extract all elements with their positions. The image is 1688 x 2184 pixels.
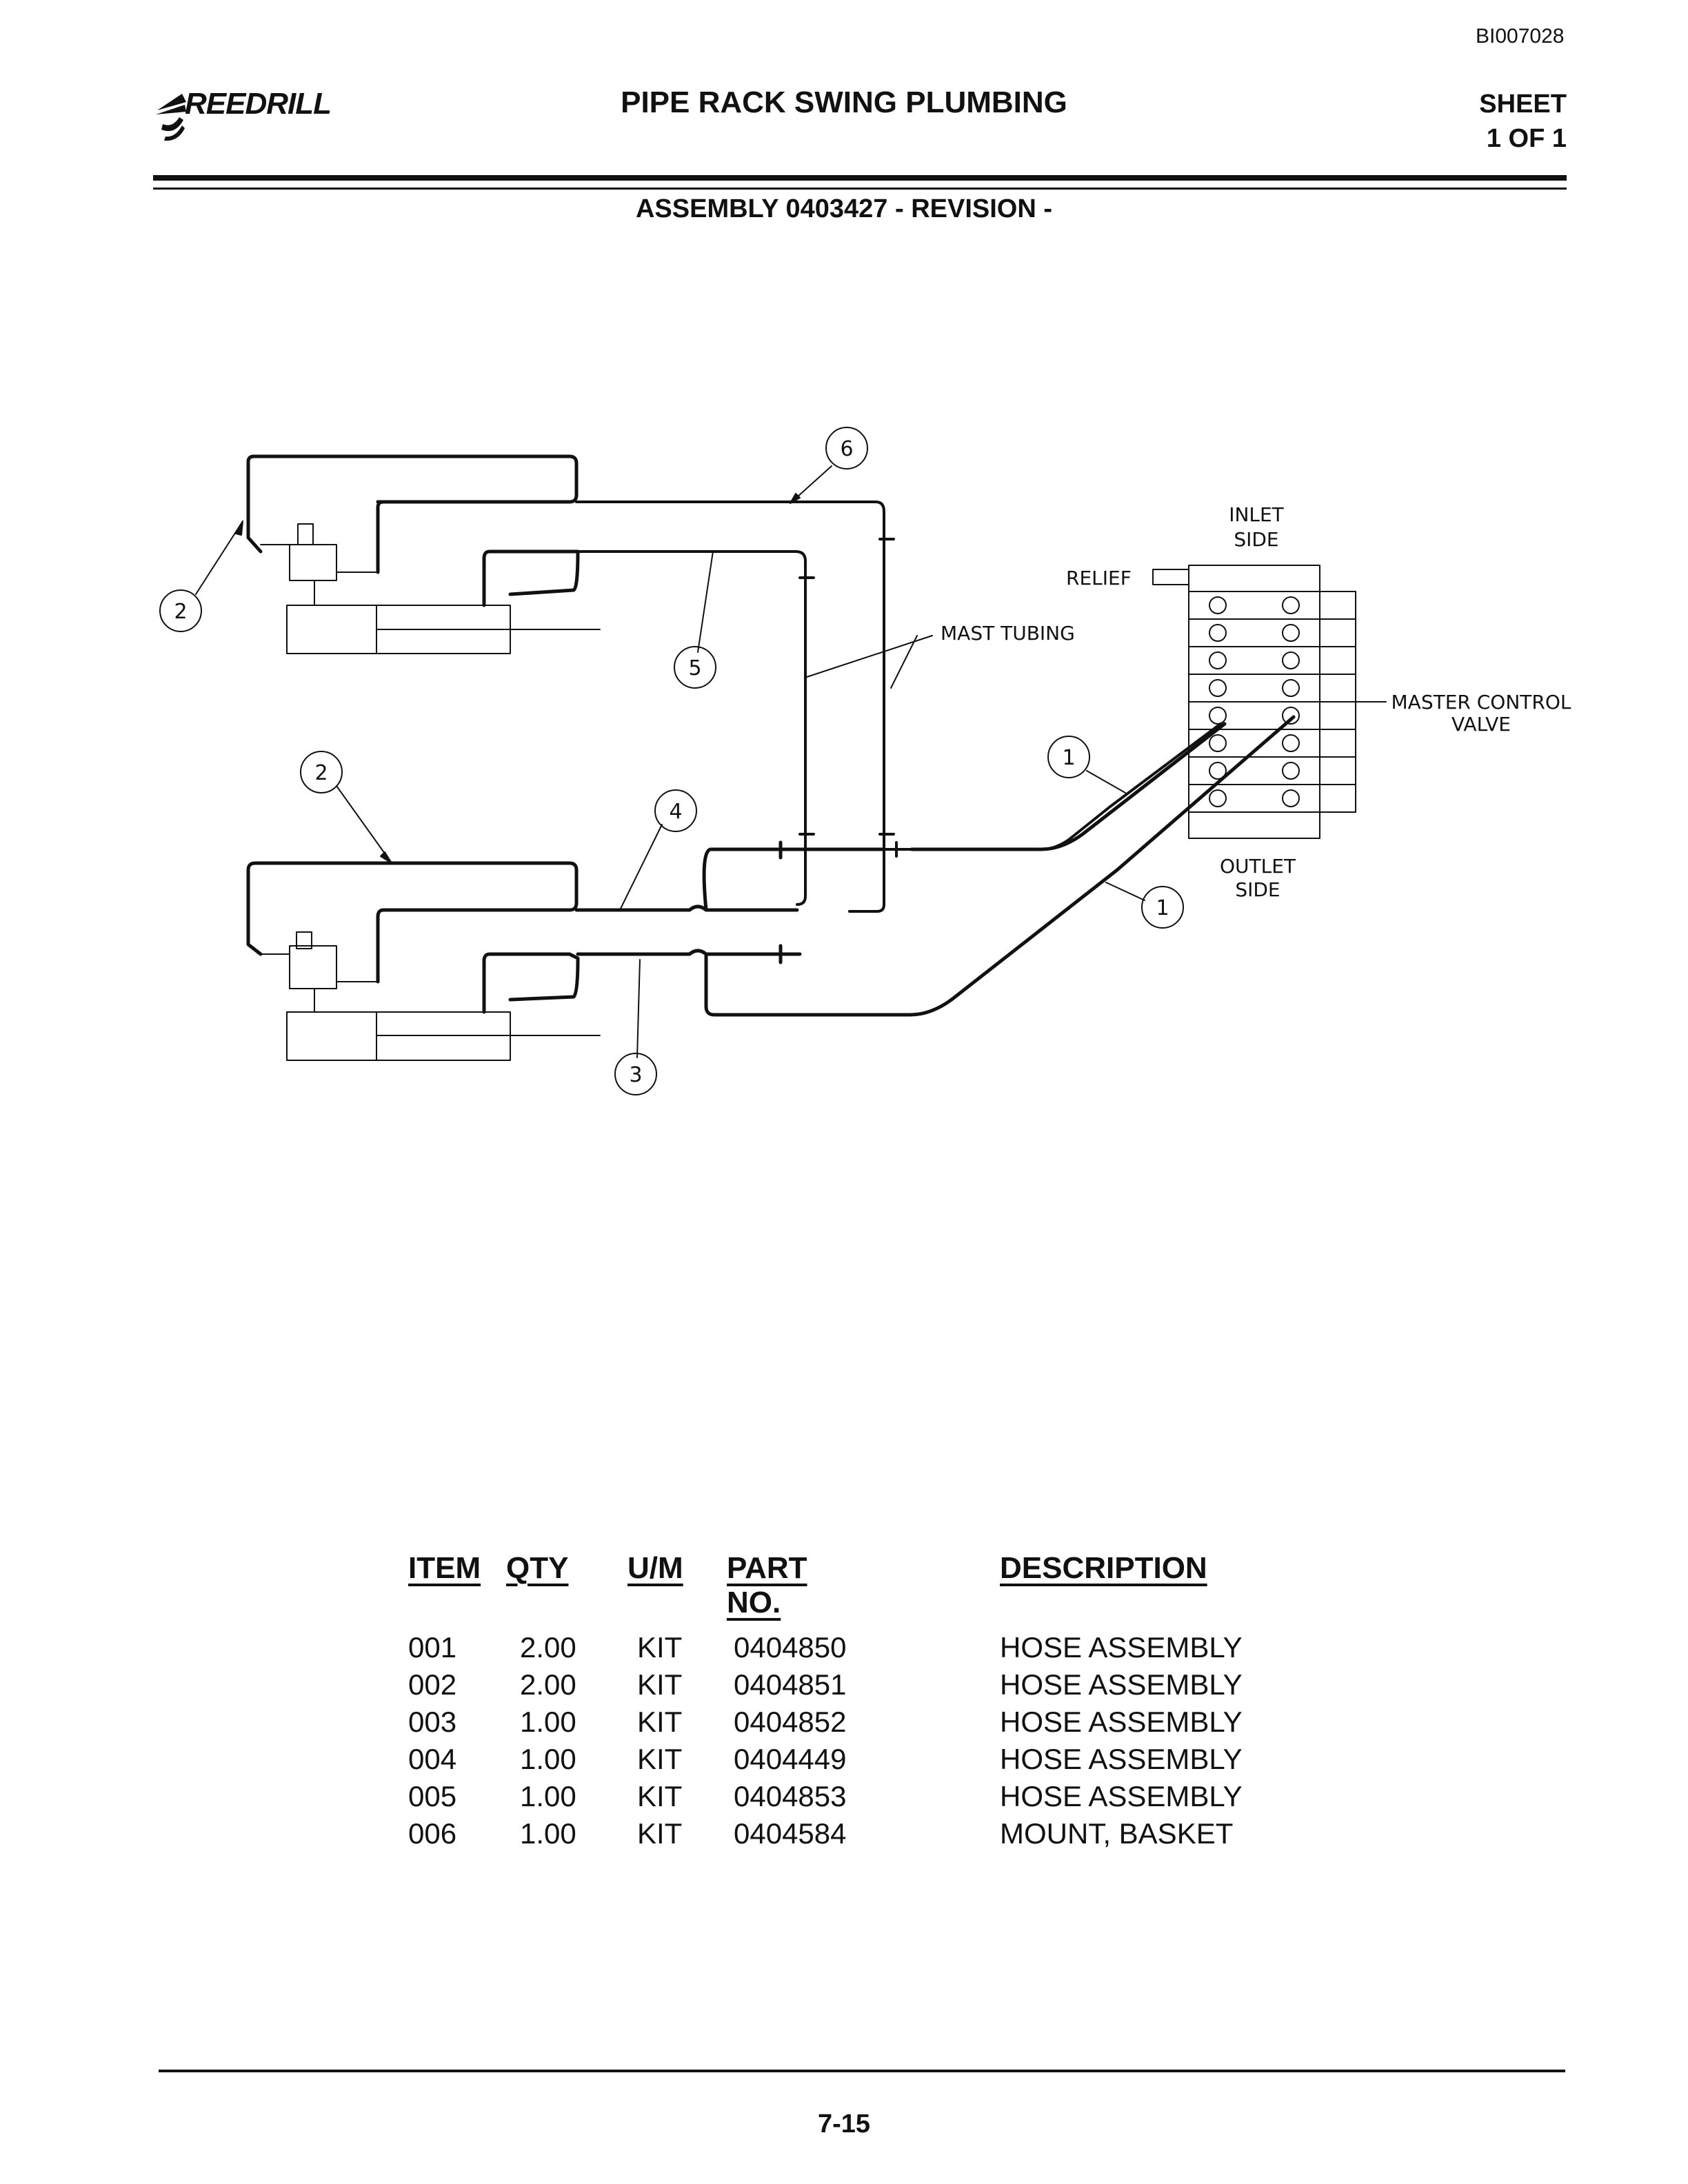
um-cell: KIT xyxy=(637,1631,683,1664)
part-no-cell: 0404584 xyxy=(734,1817,847,1850)
item-cell: 005 xyxy=(408,1780,457,1812)
upper-hoses xyxy=(246,454,580,607)
part-no-cell: 0404850 xyxy=(734,1631,847,1664)
sheet-indicator: SHEET 1 OF 1 xyxy=(1479,87,1567,156)
callout-4: 4 xyxy=(669,800,682,824)
description-cell: HOSE ASSEMBLY xyxy=(1000,1743,1243,1775)
lower-cylinder xyxy=(260,931,601,1061)
callout-3: 3 xyxy=(629,1063,642,1087)
item-cell: 004 xyxy=(408,1743,457,1775)
sheet-value: 1 OF 1 xyxy=(1486,124,1567,153)
page-title: PIPE RACK SWING PLUMBING xyxy=(621,85,1067,119)
callout-6: 6 xyxy=(840,437,853,461)
qty-cell: 1.00 xyxy=(520,1780,576,1812)
page-number: 7-15 xyxy=(817,2110,871,2138)
reedrill-logo: REEDRILL xyxy=(154,87,361,149)
footer-rule xyxy=(159,2070,1565,2072)
column-header-um: U/M xyxy=(627,1551,683,1585)
assembly-title: ASSEMBLY 0403427 - REVISION - xyxy=(635,194,1053,223)
qty-cell: 1.00 xyxy=(520,1743,576,1775)
description-cell: HOSE ASSEMBLY xyxy=(1000,1668,1243,1701)
item-cell: 002 xyxy=(408,1668,457,1701)
um-cell: KIT xyxy=(637,1706,683,1738)
item-cell: 003 xyxy=(408,1706,457,1738)
inlet-label-2: SIDE xyxy=(1234,528,1278,551)
qty-cell: 1.00 xyxy=(520,1817,576,1850)
callout-1-lower: 1 xyxy=(1156,896,1169,920)
outlet-label-2: SIDE xyxy=(1235,878,1280,901)
column-header-item: ITEM xyxy=(408,1551,481,1585)
document-id: BI007028 xyxy=(1476,25,1565,48)
header-rule-thin xyxy=(153,188,1567,190)
sheet-label: SHEET xyxy=(1479,90,1567,119)
hose-1-upper xyxy=(910,722,1227,851)
description-cell: MOUNT, BASKET xyxy=(1000,1817,1234,1850)
description-cell: HOSE ASSEMBLY xyxy=(1000,1631,1243,1664)
lower-hoses xyxy=(246,715,1296,1017)
description-cell: HOSE ASSEMBLY xyxy=(1000,1780,1243,1812)
column-header-qty: QTY xyxy=(506,1551,569,1585)
description-cell: HOSE ASSEMBLY xyxy=(1000,1706,1243,1738)
brand-wordmark: REEDRILL xyxy=(185,87,332,121)
upper-cylinder xyxy=(260,523,601,654)
item-cell: 001 xyxy=(408,1631,457,1664)
part-no-cell: 0404853 xyxy=(734,1780,847,1812)
callout-2-upper: 2 xyxy=(174,600,187,624)
um-cell: KIT xyxy=(637,1743,683,1775)
relief-label: RELIEF xyxy=(1066,567,1132,589)
master-control-label-2: VALVE xyxy=(1451,713,1511,736)
plumbing-diagram: 6 2 5 1 2 4 1 3 INLET SIDE RELIEF MAST T… xyxy=(159,427,1571,1095)
um-cell: KIT xyxy=(637,1817,683,1850)
callout-circles xyxy=(159,427,1184,1095)
part-no-cell: 0404449 xyxy=(734,1743,847,1775)
column-header-description: DESCRIPTION xyxy=(1000,1551,1207,1585)
leader-lines xyxy=(195,465,1145,1058)
callout-1-upper: 1 xyxy=(1062,746,1075,770)
um-cell: KIT xyxy=(637,1780,683,1812)
qty-cell: 2.00 xyxy=(520,1668,576,1701)
qty-cell: 1.00 xyxy=(520,1706,576,1738)
item-cell: 006 xyxy=(408,1817,457,1850)
master-control-valve xyxy=(1152,565,1387,839)
mast-tubing xyxy=(575,501,1222,913)
reedrill-logo-icon xyxy=(156,94,186,141)
inlet-label-1: INLET xyxy=(1229,503,1284,526)
part-no-cell: 0404851 xyxy=(734,1668,847,1701)
valve-ports xyxy=(1209,596,1300,807)
qty-cell: 2.00 xyxy=(520,1631,576,1664)
part-no-cell: 0404852 xyxy=(734,1706,847,1738)
callout-2-lower: 2 xyxy=(314,761,328,785)
mast-tubing-label: MAST TUBING xyxy=(941,622,1075,645)
header-rule-thick xyxy=(153,175,1567,181)
master-control-label-1: MASTER CONTROL xyxy=(1391,691,1571,714)
column-header-part-no: PART NO. xyxy=(727,1551,807,1619)
um-cell: KIT xyxy=(637,1668,683,1701)
callout-5: 5 xyxy=(688,656,701,680)
outlet-label-1: OUTLET xyxy=(1220,855,1296,878)
